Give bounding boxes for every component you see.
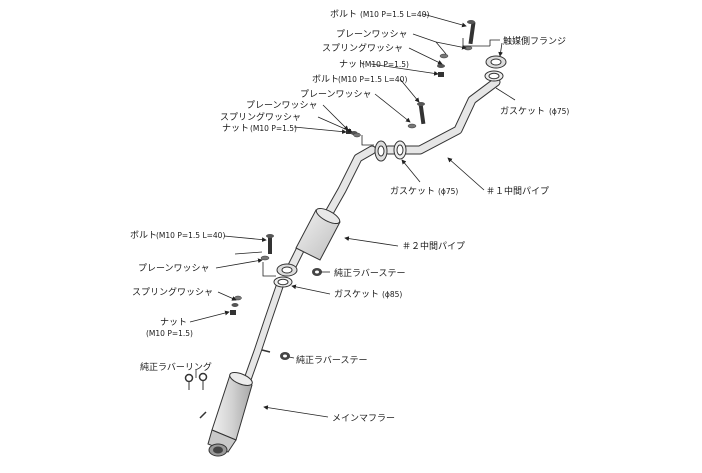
plain-washer-2-label: プレーンワッシャ — [300, 89, 372, 100]
plain-washer-3-label: プレーンワッシャ — [246, 100, 318, 111]
nut-3-label: ナット — [160, 317, 187, 328]
hardware-lower-drawing — [230, 234, 274, 315]
bolt-top-label: ボルト — [330, 9, 357, 20]
gasket-75-b-label: ガスケット — [390, 186, 435, 197]
gasket-85-label: ガスケット — [334, 289, 379, 300]
pipe-1-label: ＃１中間パイプ — [486, 185, 549, 197]
gasket-75-a-label: ガスケット — [500, 106, 545, 117]
bolt-2-label: ボルト — [312, 74, 339, 85]
nut-2-label: ナット — [222, 123, 249, 134]
pipe-2-drawing — [285, 145, 377, 275]
hardware-top-drawing — [437, 20, 476, 77]
bolt-3-spec: (M10 P=1.5 L=40) — [156, 231, 225, 240]
cat-flange-label: 触媒側フランジ — [503, 35, 566, 47]
spring-washer-3-label: スプリングワッシャ — [132, 286, 213, 298]
pipe-2-label: ＃２中間パイプ — [402, 240, 465, 252]
spring-washer-2-label: スプリングワッシャ — [220, 111, 301, 123]
rear-pipe-drawing — [244, 281, 284, 382]
plain-washer-1-label: プレーンワッシャ — [336, 29, 408, 40]
hardware-mid-drawing — [346, 102, 426, 138]
bolt-3-label: ボルト — [130, 230, 157, 241]
nut-1-spec: (M10 P=1.5) — [362, 60, 409, 69]
rubber-stay-1-label: 純正ラバーステー — [334, 267, 405, 279]
main-muffler-drawing — [199, 372, 253, 457]
gasket-75-a-drawing — [484, 70, 504, 82]
gasket-85-spec: (ϕ85) — [382, 290, 402, 299]
bolt-2-spec: (M10 P=1.5 L=40) — [338, 75, 407, 84]
gasket-75-b-spec: (ϕ75) — [438, 187, 458, 196]
bolt-top-spec: (M10 P=1.5 L=40) — [360, 10, 429, 19]
pipe-1-drawing — [383, 77, 501, 155]
main-muffler-label: メインマフラー — [332, 413, 395, 424]
nut-1-label: ナット — [339, 59, 366, 70]
resonator-drawing — [295, 207, 341, 261]
rubber-stay-2-label: 純正ラバーステー — [296, 354, 367, 366]
plain-washer-4-label: プレーンワッシャ — [138, 263, 210, 274]
gasket-75-a-spec: (ϕ75) — [549, 107, 569, 116]
nut-2-spec: (M10 P=1.5) — [250, 124, 297, 133]
nut-3-spec: (M10 P=1.5) — [146, 329, 193, 338]
callout-labels: ボルト (M10 P=1.5 L=40) プレーンワッシャ スプリングワッシャ … — [130, 9, 569, 424]
spring-washer-1-label: スプリングワッシャ — [322, 42, 403, 54]
rubber-ring-label: 純正ラバーリング — [140, 361, 212, 373]
rubber-stays-drawing — [261, 268, 322, 360]
flange-pair-lower-drawing — [273, 263, 298, 288]
flange-pair-mid-drawing — [374, 140, 407, 162]
rubber-ring-drawing — [184, 372, 208, 390]
cat-flange-drawing — [485, 55, 507, 69]
